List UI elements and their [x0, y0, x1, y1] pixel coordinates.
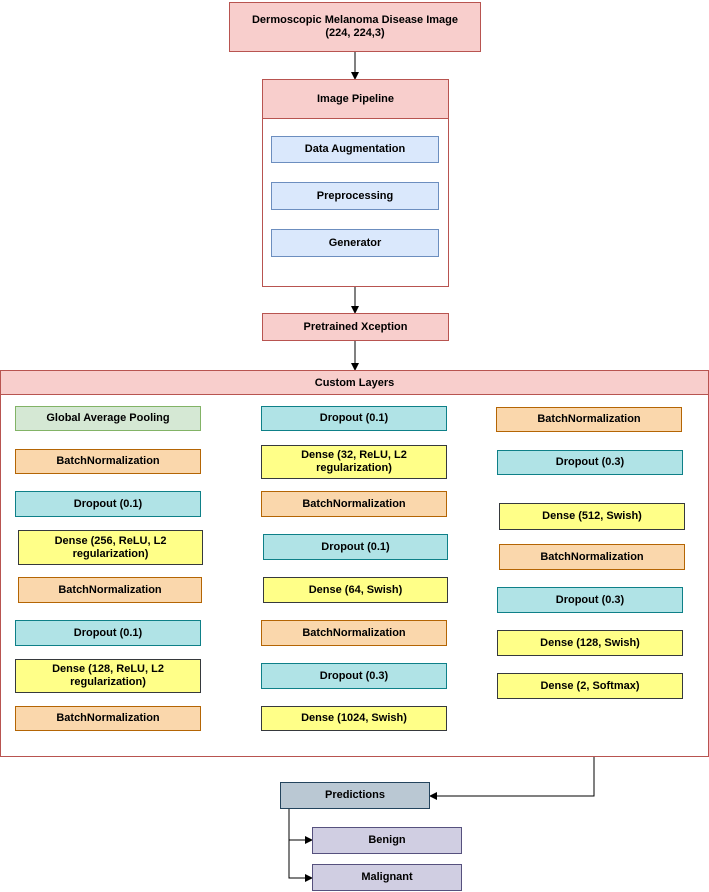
predictions-box: Predictions: [280, 782, 430, 809]
col2-dropout-3: Dropout (0.3): [261, 663, 447, 689]
col3-batchnorm-1: BatchNormalization: [496, 407, 682, 432]
benign-box: Benign: [312, 827, 462, 854]
arrow-predictions-to-malignant: [288, 840, 313, 882]
col2-dense-1024: Dense (1024, Swish): [261, 706, 447, 731]
col2-batchnorm-2: BatchNormalization: [261, 620, 447, 646]
col3-dense-2-softmax: Dense (2, Softmax): [497, 673, 683, 699]
input-title: Dermoscopic Melanoma Disease Image: [251, 14, 459, 26]
col2-batchnorm-1: BatchNormalization: [261, 491, 447, 517]
col2-dense-32: Dense (32, ReLU, L2 regularization): [261, 445, 447, 479]
col1-batchnorm-2: BatchNormalization: [18, 577, 202, 603]
col3-dropout-2: Dropout (0.3): [497, 587, 683, 613]
arrow-predictions-to-benign: [288, 809, 313, 844]
global-average-pooling-box: Global Average Pooling: [15, 406, 201, 431]
col3-dropout-1: Dropout (0.3): [497, 450, 683, 475]
col3-batchnorm-2: BatchNormalization: [499, 544, 685, 570]
data-augmentation-box: Data Augmentation: [271, 136, 439, 163]
input-shape: (224, 224,3): [325, 27, 385, 39]
col3-dense-128: Dense (128, Swish): [497, 630, 683, 656]
pretrained-xception-box: Pretrained Xception: [262, 313, 449, 341]
custom-layers-title: Custom Layers: [0, 370, 709, 395]
col2-dropout-2: Dropout (0.1): [263, 534, 448, 560]
col3-dense-512: Dense (512, Swish): [499, 503, 685, 530]
input-image-box: Dermoscopic Melanoma Disease Image (224,…: [229, 2, 481, 52]
preprocessing-box: Preprocessing: [271, 182, 439, 210]
col2-dense-64: Dense (64, Swish): [263, 577, 448, 603]
col1-batchnorm-3: BatchNormalization: [15, 706, 201, 731]
col1-dropout-1: Dropout (0.1): [15, 491, 201, 517]
col1-dense-256: Dense (256, ReLU, L2 regularization): [18, 530, 203, 565]
col2-dropout-1: Dropout (0.1): [261, 406, 447, 431]
generator-box: Generator: [271, 229, 439, 257]
malignant-box: Malignant: [312, 864, 462, 891]
col1-batchnorm-1: BatchNormalization: [15, 449, 201, 474]
col1-dense-128: Dense (128, ReLU, L2 regularization): [15, 659, 201, 693]
col1-dropout-2: Dropout (0.1): [15, 620, 201, 646]
image-pipeline-title: Image Pipeline: [262, 79, 449, 119]
